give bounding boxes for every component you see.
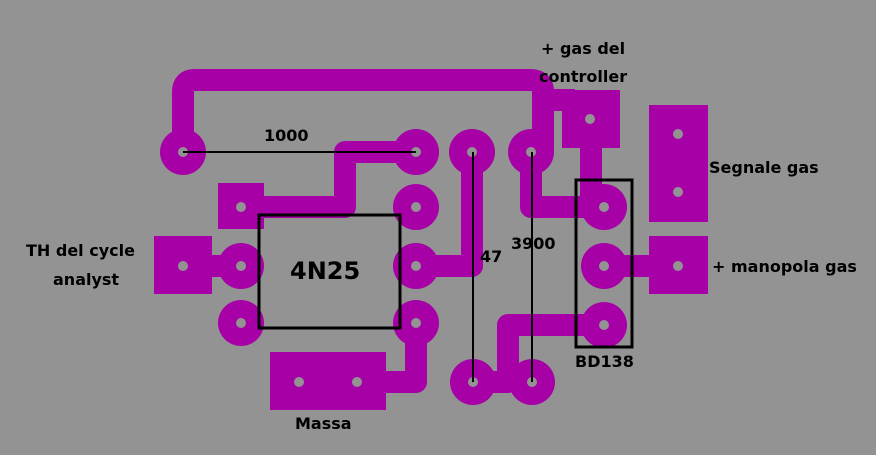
hole [673,129,683,139]
hole [236,261,246,271]
hole [178,261,188,271]
hole [599,202,609,212]
pad-massa [270,352,386,410]
trace-1000-to-4n25 [250,141,416,218]
hole [294,377,304,387]
th-label-line1: TH del cycle [26,241,135,260]
resistor-47-label: 47 [480,247,502,266]
optocoupler-label: 4N25 [290,257,360,285]
transistor-bd138-outline [574,178,634,349]
hole [411,261,421,271]
hole [236,202,246,212]
hole [673,187,683,197]
silkscreen-layer [183,151,634,382]
pad-segnale-gas [649,105,708,222]
gas-controller-label-line1: + gas del [541,39,625,58]
resistor-3900-label: 3900 [511,234,556,253]
optocoupler-4n25-outline [257,213,402,330]
resistor-1000-label: 1000 [264,126,309,145]
hole [352,377,362,387]
drill-holes [178,114,683,387]
hole [599,261,609,271]
hole [585,114,595,124]
hole [411,318,421,328]
segnale-gas-label: Segnale gas [709,158,819,177]
transistor-label: BD138 [575,352,634,371]
hole [411,202,421,212]
trace-top-loop [172,69,554,152]
massa-label: Massa [295,414,352,433]
hole [599,320,609,330]
manopola-gas-label: + manopola gas [712,257,857,276]
hole [236,318,246,328]
gas-controller-label-line2: controller [539,67,627,86]
th-label-line2: analyst [53,270,119,289]
hole [673,261,683,271]
